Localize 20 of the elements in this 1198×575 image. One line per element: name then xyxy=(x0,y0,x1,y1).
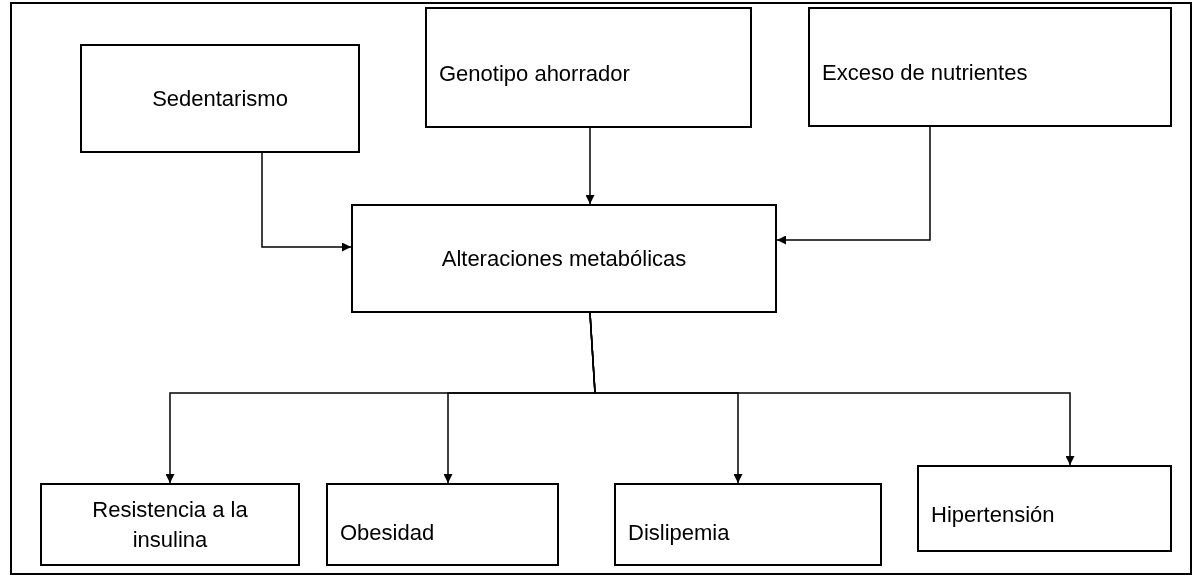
process-box xyxy=(614,483,882,566)
arrow xyxy=(261,152,352,252)
box-label: Exceso de nutrientes xyxy=(822,59,1028,87)
process-box xyxy=(351,204,777,313)
process-box xyxy=(326,483,559,566)
box-label: Hipertensión xyxy=(931,500,1055,529)
process-box xyxy=(425,7,752,128)
process-box xyxy=(917,465,1172,552)
arrow xyxy=(776,126,931,245)
box-label: Resistencia a la insulina xyxy=(91,495,249,554)
box-label: Sedentarismo xyxy=(152,84,288,113)
box-label: Dislipemia xyxy=(628,518,730,547)
box-label: Obesidad xyxy=(340,518,435,547)
box-label: Genotipo ahorrador xyxy=(439,59,630,88)
arrow xyxy=(585,127,595,205)
process-box xyxy=(80,44,360,153)
process-box xyxy=(40,483,300,566)
box-label: Alteraciones metabólicas xyxy=(441,244,687,273)
process-box xyxy=(808,7,1172,127)
arrow xyxy=(589,312,1075,466)
